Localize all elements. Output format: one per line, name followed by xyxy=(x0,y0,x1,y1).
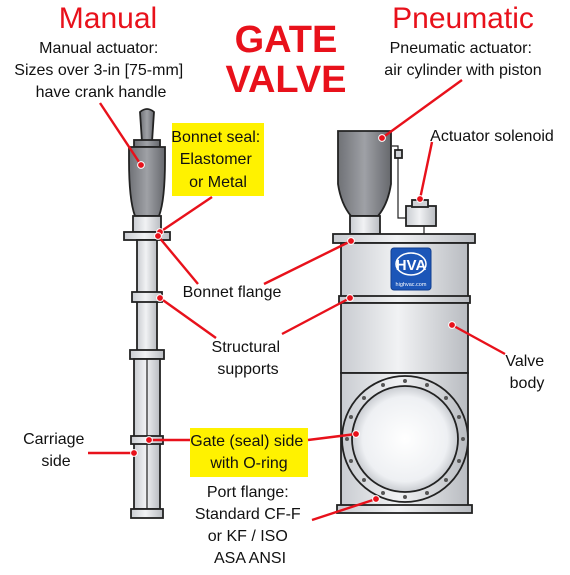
leader-pneumatic-actuator xyxy=(381,79,463,139)
manual-neck xyxy=(132,215,162,233)
manual-support-block xyxy=(129,349,165,360)
pneumatic-support-band xyxy=(338,295,471,304)
structural-supports-label: Structural supports xyxy=(212,339,285,378)
leader-bonnet-flange-pneumatic xyxy=(263,239,352,286)
manual-heading: Manual xyxy=(59,2,157,35)
manual-actuator-body xyxy=(128,146,166,217)
leader-manual-actuator xyxy=(98,102,143,166)
leader-bonnet-flange-manual xyxy=(157,235,199,285)
carriage-side-label: Carriage side xyxy=(23,431,89,470)
leader-actuator-solenoid xyxy=(418,141,434,200)
manual-actuator-label: Manual actuator: Sizes over 3-in [75-mm]… xyxy=(14,40,187,101)
leader-bonnet-seal xyxy=(159,196,213,233)
port-flange-label: Port flange: Standard CF-F or KF / ISO A… xyxy=(195,484,305,567)
bonnet-flange-label: Bonnet flange xyxy=(183,284,282,301)
leader-dots xyxy=(130,134,456,503)
hva-logo-url: highvac.com xyxy=(396,282,427,288)
hva-logo-badge xyxy=(390,247,432,291)
title-line-2: VALVE xyxy=(225,59,346,101)
leader-gate-pneumatic xyxy=(307,432,357,442)
leader-valve-body xyxy=(451,323,506,356)
port-opening xyxy=(351,385,459,493)
manual-bottom-flange xyxy=(130,508,164,519)
bonnet-seal-highlight xyxy=(172,123,264,196)
gate-seal-side-label: Gate (seal) side with O-ring xyxy=(190,433,307,472)
air-fitting xyxy=(394,149,403,159)
flange-bolt-holes xyxy=(345,379,465,499)
hva-logo-text: HVA xyxy=(396,257,427,274)
valve-body-label: Valve body xyxy=(505,353,548,392)
gate-seal-highlight xyxy=(190,428,308,477)
title-line-1: GATE xyxy=(235,19,338,61)
pneumatic-heading: Pneumatic xyxy=(392,2,534,35)
pneumatic-valve-drawing: HVA highvac.com xyxy=(332,130,476,514)
manual-valve-drawing xyxy=(123,108,171,519)
handle-collar xyxy=(133,139,161,148)
leader-port-flange xyxy=(311,497,377,522)
hva-logo-ring xyxy=(395,252,427,276)
bonnet-seal-label: Bonnet seal: Elastomer or Metal xyxy=(171,129,264,191)
actuator-solenoid-label: Actuator solenoid xyxy=(430,128,554,145)
leader-supports-manual xyxy=(159,297,217,339)
pneumatic-neck xyxy=(349,215,381,235)
leader-supports-pneumatic xyxy=(281,296,351,336)
pneumatic-actuator-label: Pneumatic actuator: air cylinder with pi… xyxy=(384,40,541,79)
leader-lines xyxy=(88,79,506,522)
manual-handle xyxy=(139,108,155,143)
pneumatic-valve-body xyxy=(340,302,469,374)
pneumatic-cylinder xyxy=(337,130,392,217)
solenoid-block xyxy=(405,205,437,227)
pneumatic-bottom-flange xyxy=(336,504,473,514)
air-line xyxy=(392,145,410,219)
